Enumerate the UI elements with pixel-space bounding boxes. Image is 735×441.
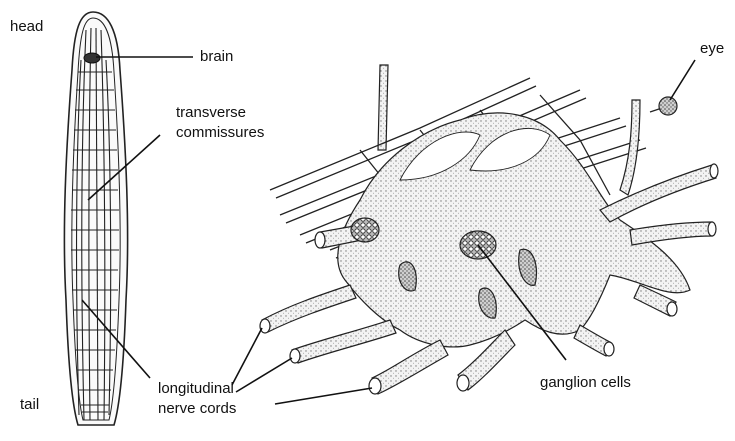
label-nerve-cords: nerve cords — [158, 400, 236, 418]
label-eye: eye — [700, 40, 724, 58]
label-ganglion-cells: ganglion cells — [540, 374, 631, 392]
flatworm-body — [64, 12, 127, 425]
label-tail: tail — [20, 396, 39, 414]
nerve-network — [260, 65, 718, 394]
label-head: head — [10, 18, 43, 36]
eye-icon — [659, 97, 677, 115]
label-brain: brain — [200, 48, 233, 66]
label-transverse: transverse — [176, 104, 246, 122]
ganglion-cluster-left — [351, 218, 379, 242]
brain-icon — [84, 53, 100, 63]
label-commissures: commissures — [176, 124, 264, 142]
label-longitudinal: longitudinal — [158, 380, 234, 398]
